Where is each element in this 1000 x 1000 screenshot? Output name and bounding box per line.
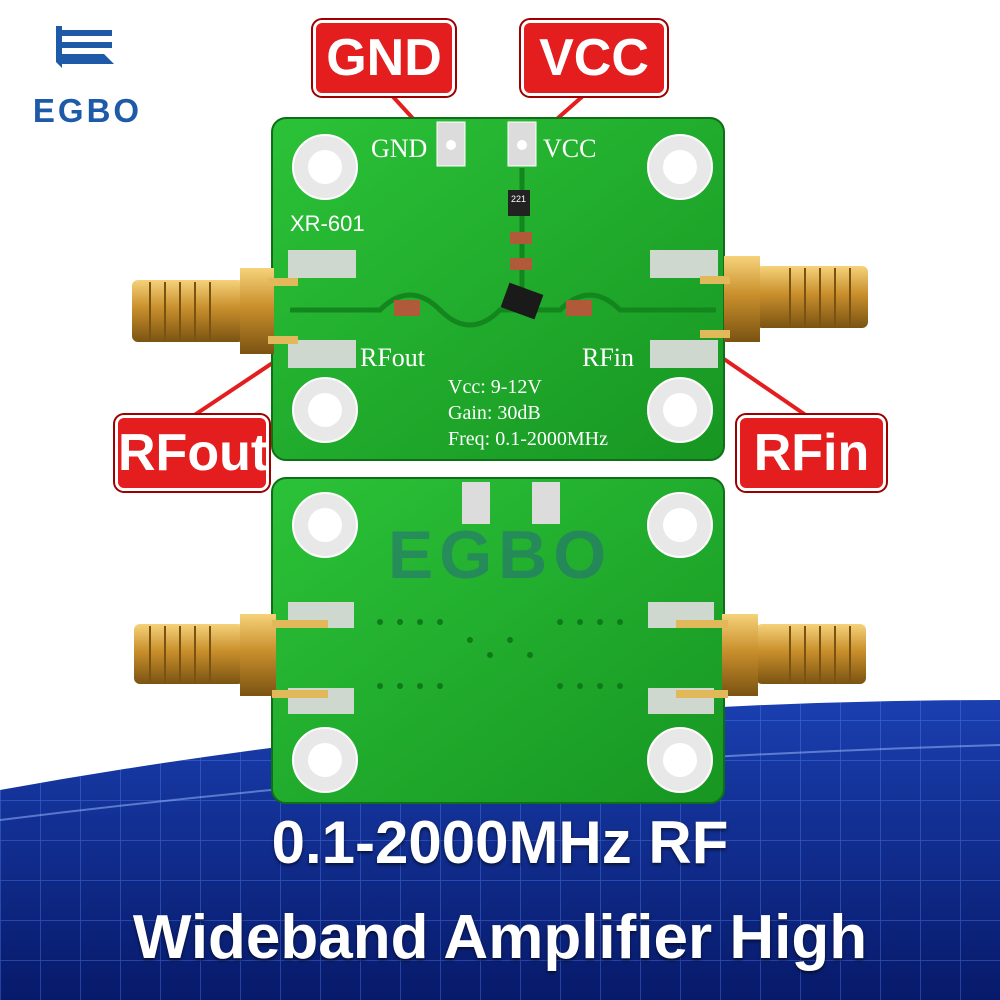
brand-logo: EGBO (10, 22, 165, 129)
spec-freq: Freq: 0.1-2000MHz (448, 428, 608, 450)
rfin-callout: RFin (737, 415, 886, 491)
sma-connector-right-bottom (676, 614, 866, 698)
sma-connector-left-top (132, 268, 298, 354)
silkscreen-vcc: VCC (543, 134, 597, 163)
sma-connector-left-bottom (134, 614, 328, 698)
brand-logo-icon (56, 26, 114, 68)
silkscreen-rfin: RFin (582, 343, 635, 372)
silkscreen-model: XR-601 (290, 211, 365, 236)
gnd-callout: GND (313, 20, 455, 96)
vcc-callout: VCC (521, 20, 667, 96)
headline-line1: 0.1-2000MHz RF (271, 809, 729, 876)
rfout-callout: RFout (115, 415, 269, 491)
watermark: EGBO (387, 517, 613, 593)
top-pcb-board (271, 117, 725, 461)
silkscreen-rfout: RFout (360, 343, 426, 372)
brand-name: EGBO (32, 92, 143, 129)
spec-gain: Gain: 30dB (448, 402, 541, 424)
tech-background (0, 700, 1000, 1000)
silkscreen-gnd: GND (371, 134, 428, 163)
spec-vcc: Vcc: 9-12V (448, 376, 542, 398)
sma-connector-right-top (700, 256, 868, 342)
resistor-code: 221 (511, 194, 527, 204)
headline-line2: Wideband Amplifier High (132, 903, 868, 972)
